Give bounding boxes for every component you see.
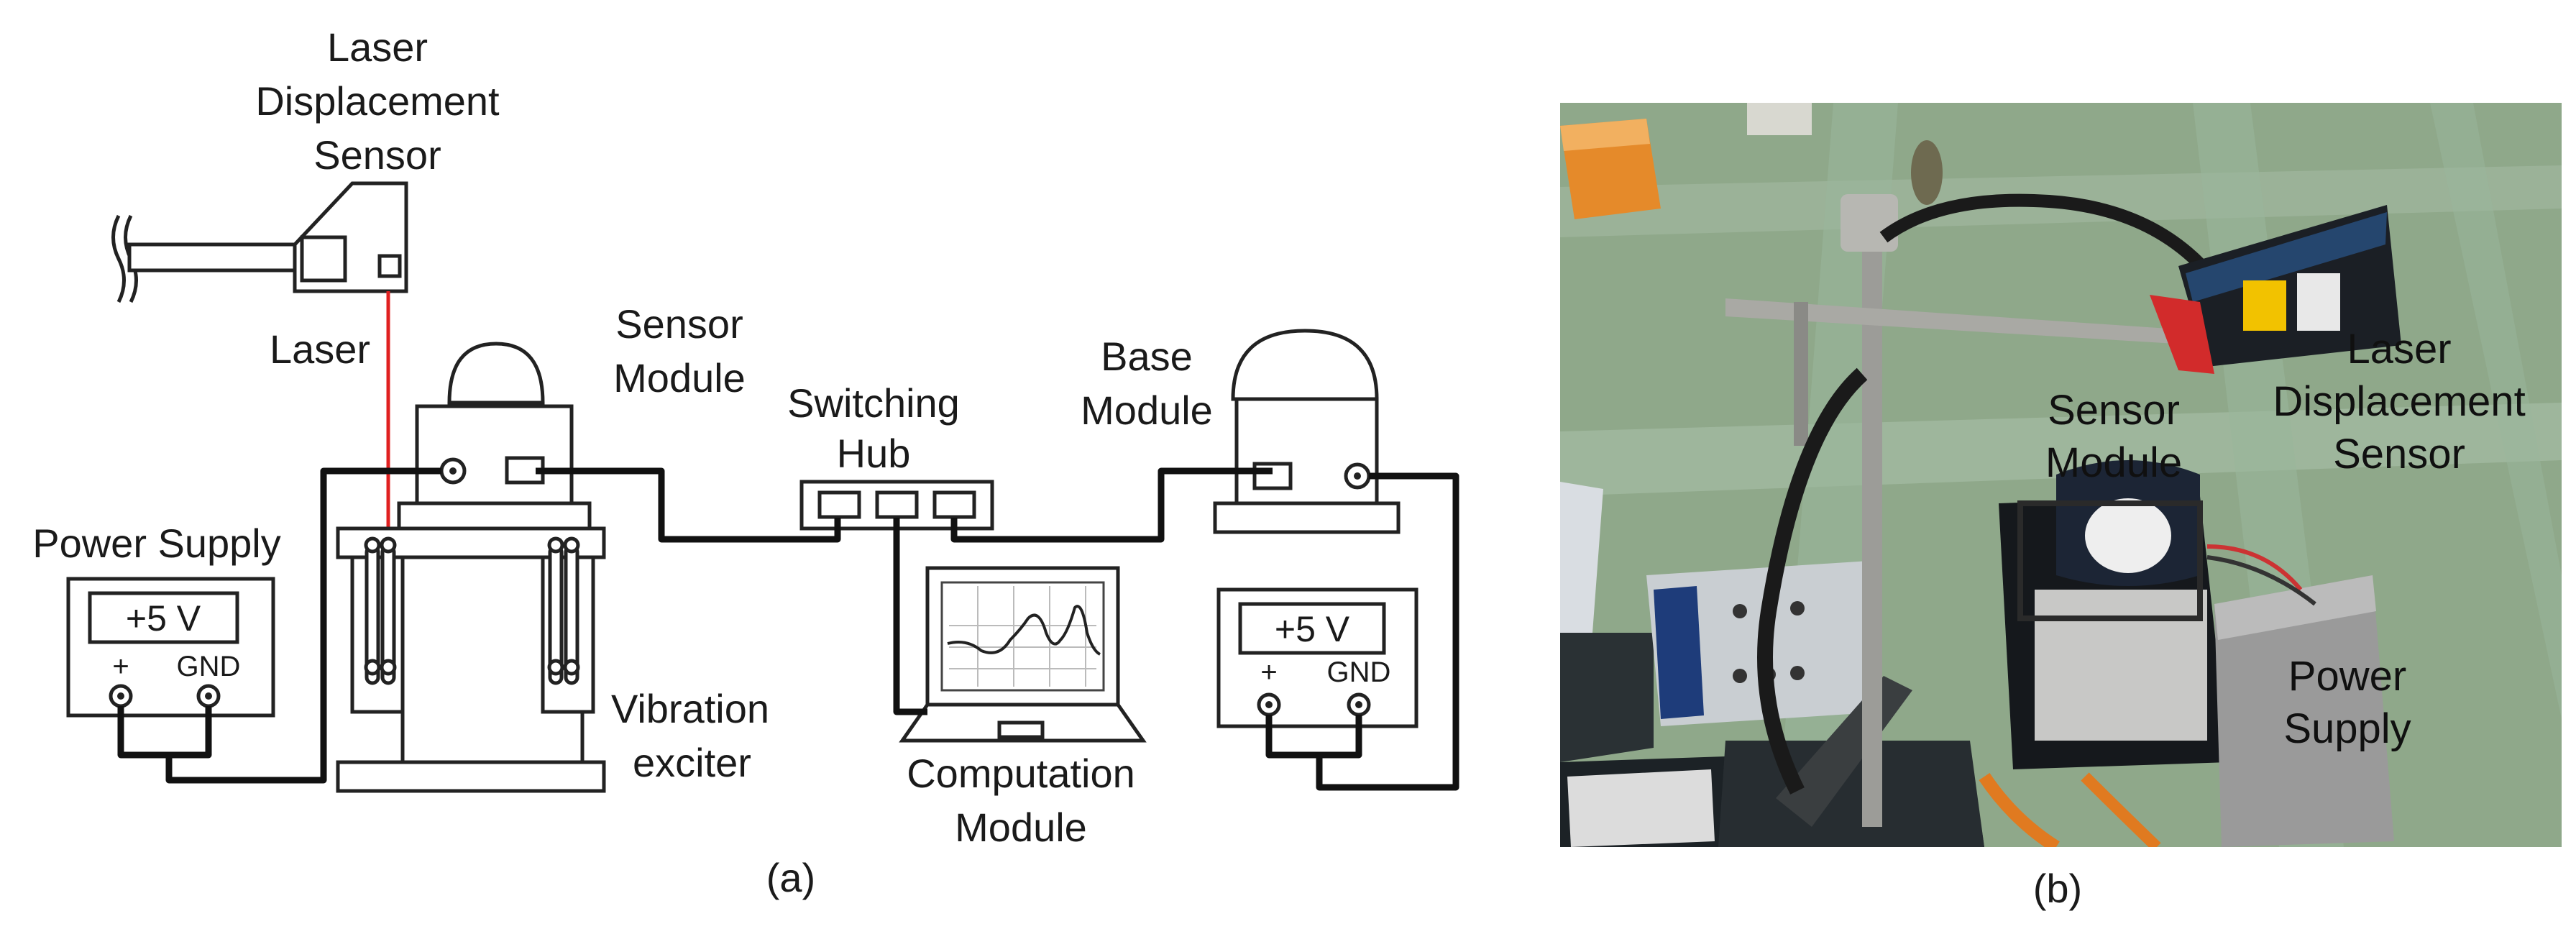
photo-power-label-2: Supply bbox=[2283, 705, 2411, 752]
laser-label: Laser bbox=[270, 326, 370, 372]
photo-sensor-label-1: Sensor bbox=[2048, 387, 2180, 434]
switching-hub-label-2: Hub bbox=[837, 431, 911, 476]
switching-hub-label-1: Switching bbox=[787, 380, 960, 426]
photo-laser-label-2: Displacement bbox=[2273, 378, 2525, 425]
power-supply-right-display: +5 V bbox=[1275, 609, 1350, 649]
computation-module-label-1: Computation bbox=[907, 751, 1135, 796]
sensor-module-label-2: Module bbox=[613, 355, 746, 401]
panel-a-schematic: Laser Displacement Sensor Laser bbox=[32, 24, 1459, 900]
laptop-drawing bbox=[899, 566, 1147, 743]
photo-laser-label-3: Sensor bbox=[2333, 431, 2465, 477]
power-supply-right-gnd: GND bbox=[1327, 656, 1391, 688]
base-module-label-1: Base bbox=[1101, 334, 1193, 379]
photo-sensor-label-2: Module bbox=[2045, 439, 2182, 486]
vibration-exciter-label-1: Vibration bbox=[611, 686, 769, 731]
photo-laser-label-1: Laser bbox=[2347, 326, 2451, 372]
panel-b-caption: (b) bbox=[2033, 866, 2082, 911]
vibration-exciter-label-2: exciter bbox=[633, 740, 751, 785]
vibration-exciter-drawing bbox=[336, 526, 606, 793]
sensor-module-drawing bbox=[397, 342, 592, 531]
photo-power-label-1: Power bbox=[2288, 653, 2406, 700]
power-supply-left-display: +5 V bbox=[126, 598, 201, 639]
power-supply-right-plus: + bbox=[1260, 656, 1277, 688]
power-supply-left-plus: + bbox=[112, 651, 129, 682]
power-supply-left: +5 V + GND bbox=[66, 577, 275, 718]
power-supply-left-gnd: GND bbox=[177, 651, 241, 682]
laser-sensor-drawing bbox=[111, 181, 408, 303]
base-module-label-2: Module bbox=[1081, 388, 1213, 433]
wiring bbox=[117, 467, 1459, 791]
laser-sensor-label-1: Laser bbox=[327, 24, 428, 70]
power-supply-label: Power Supply bbox=[32, 521, 281, 566]
panel-b-photo: Laser Displacement Sensor Sensor Module … bbox=[1560, 103, 2562, 911]
panel-a-caption: (a) bbox=[766, 855, 815, 900]
laser-sensor-label-3: Sensor bbox=[313, 132, 441, 178]
laser-sensor-label-2: Displacement bbox=[255, 78, 500, 124]
sensor-module-label-1: Sensor bbox=[615, 301, 743, 347]
computation-module-label-2: Module bbox=[955, 805, 1087, 850]
base-module-drawing bbox=[1213, 329, 1401, 534]
power-supply-right: +5 V + GND bbox=[1216, 587, 1418, 728]
